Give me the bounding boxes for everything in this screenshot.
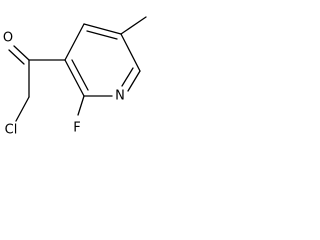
bond-ring-c4-c3 (64, 23, 85, 61)
nitrogen-atom-label: N (115, 89, 125, 104)
bond-ring-c5-c4 (83, 23, 122, 35)
bond-ring-c5-c4-double (86, 30, 118, 40)
bond-ch2-chlorine (15, 96, 30, 122)
bond-ring-methyl (120, 16, 147, 35)
bond-carbonyl-oxygen-double (8, 49, 25, 65)
bond-ring-n-c6 (127, 70, 141, 92)
molecule-structure-diagram: O Cl F N (3, 16, 147, 138)
bond-ring-c6-c5 (120, 33, 141, 72)
oxygen-atom-label: O (3, 31, 13, 46)
bond-carbonyl-oxygen (13, 45, 30, 61)
fluorine-atom-label: F (73, 121, 80, 136)
bond-ring-n-c6-double (121, 67, 134, 87)
bond-c2-fluorine (77, 95, 85, 116)
chlorine-atom-label: Cl (5, 123, 18, 138)
bond-ring-c3-c2-double (71, 59, 89, 91)
bond-ring-c3-c2 (64, 59, 85, 97)
